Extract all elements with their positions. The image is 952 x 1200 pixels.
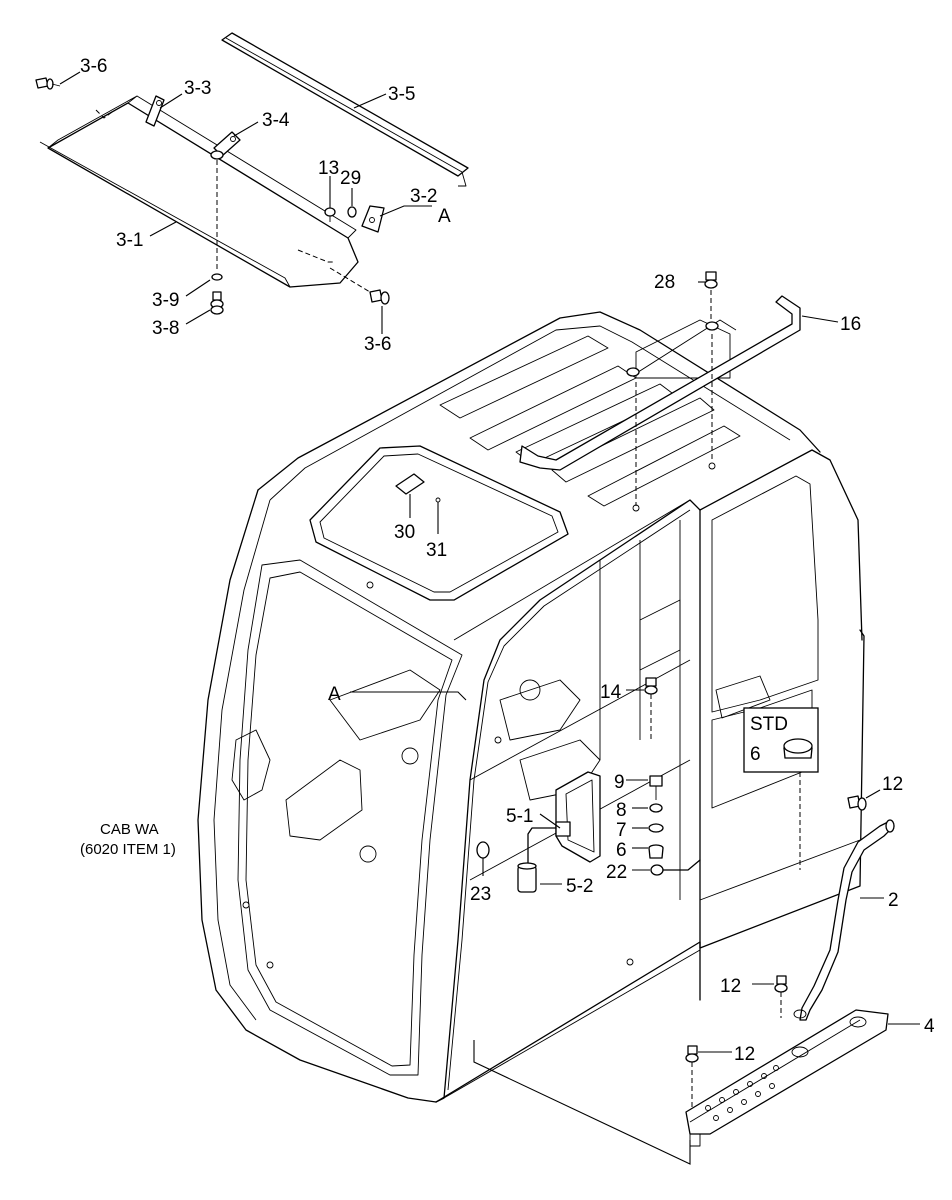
label-6-std: 6	[750, 744, 761, 765]
cap-6	[648, 844, 664, 859]
label-a-cab: A	[328, 684, 341, 705]
washer-8	[649, 803, 663, 813]
bolt-9	[649, 775, 663, 800]
washer-29	[347, 206, 357, 218]
label-3-2: 3-2	[410, 186, 437, 207]
bolt-12-low	[685, 1045, 699, 1110]
bracket-3-4	[210, 131, 241, 160]
mirror-stay-5-2	[517, 827, 557, 893]
visor-assembly	[35, 32, 469, 315]
step-4	[685, 1009, 889, 1147]
label-3-9: 3-9	[152, 290, 179, 311]
cab-body	[197, 311, 865, 1103]
std-box	[743, 707, 819, 773]
label-3-6-top: 3-6	[80, 56, 107, 77]
label-23: 23	[470, 884, 491, 905]
clip-30	[395, 473, 425, 495]
label-3-8: 3-8	[152, 318, 179, 339]
callout-labels: 3-6 3-3 3-5 3-4 13 29 3-2 A 3-1 3-9 3-8 …	[80, 56, 935, 1065]
weather-strip-3-5	[221, 32, 469, 187]
label-6: 6	[616, 840, 627, 861]
washer-23	[476, 841, 490, 859]
washer-22	[650, 864, 664, 876]
rail-16	[519, 295, 801, 471]
handrail-2	[799, 819, 895, 1021]
bolt-14	[644, 677, 658, 740]
bolt-28	[704, 271, 718, 289]
label-8: 8	[616, 800, 627, 821]
label-7: 7	[616, 820, 627, 841]
label-3-4: 3-4	[262, 110, 290, 131]
label-std: STD	[750, 714, 788, 735]
label-30: 30	[394, 522, 415, 543]
label-12-low: 12	[734, 1044, 755, 1065]
label-3-5: 3-5	[388, 84, 415, 105]
pin-31	[435, 497, 441, 503]
cab-ref-line2: (6020 ITEM 1)	[80, 841, 176, 858]
label-12-mid: 12	[720, 976, 741, 997]
label-29: 29	[340, 168, 361, 189]
label-12-top: 12	[882, 774, 903, 795]
mirror-5-1	[555, 771, 601, 863]
bolt-12-mid	[774, 975, 788, 1018]
label-16: 16	[840, 314, 861, 335]
cab-ref-line1: CAB WA	[100, 821, 159, 838]
label-28: 28	[654, 272, 675, 293]
label-13: 13	[318, 158, 339, 179]
label-3-6-bottom: 3-6	[364, 334, 391, 355]
label-31: 31	[426, 540, 447, 561]
label-4: 4	[924, 1016, 935, 1037]
bolt-12-top	[847, 795, 867, 811]
label-2: 2	[888, 890, 899, 911]
label-a-visor: A	[438, 206, 451, 227]
bolt-3-8	[210, 291, 224, 315]
bolt-13	[324, 207, 336, 222]
label-5-2: 5-2	[566, 876, 593, 897]
label-22: 22	[606, 862, 627, 883]
label-5-1: 5-1	[506, 806, 533, 827]
washer-3-9	[211, 273, 223, 281]
label-3-3: 3-3	[184, 78, 211, 99]
screw-3-6-bottom	[369, 289, 390, 305]
leader-lines	[59, 71, 920, 1053]
bracket-3-3	[145, 95, 165, 127]
label-14: 14	[600, 682, 622, 703]
label-9: 9	[614, 772, 625, 793]
bracket-3-2	[361, 205, 385, 233]
visor-body-3-1	[39, 95, 371, 293]
screw-3-6-top	[35, 77, 61, 90]
washer-7	[648, 823, 664, 833]
label-3-1: 3-1	[116, 230, 143, 251]
